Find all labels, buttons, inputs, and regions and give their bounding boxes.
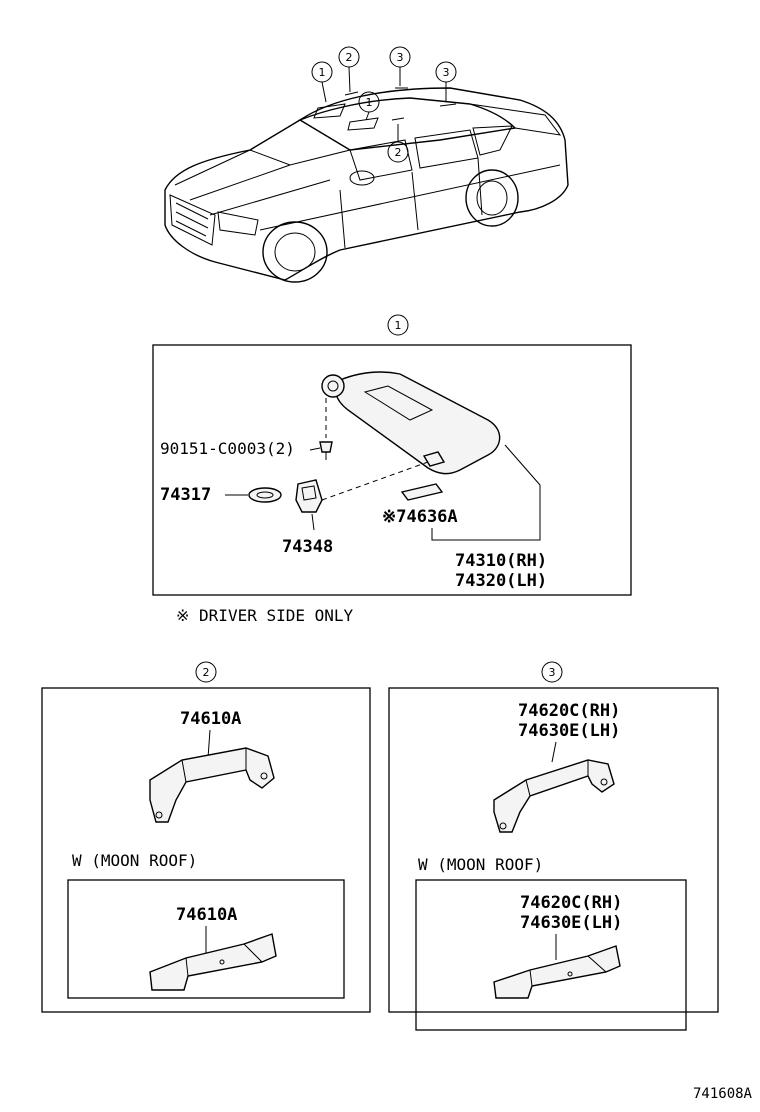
svg-text:3: 3 xyxy=(397,51,404,64)
section-callout-1: 1 xyxy=(387,314,409,336)
label-visor-rh: 74310(RH) xyxy=(455,551,547,571)
svg-text:1: 1 xyxy=(319,66,326,79)
label-grip-lh: 74630E(LH) xyxy=(518,721,620,741)
car-callout-1a: 1 xyxy=(311,61,333,103)
label-mirror-cover: ※74636A xyxy=(382,507,458,527)
footnote-driver-side: ※ DRIVER SIDE ONLY xyxy=(176,606,354,625)
label-moon-roof-3: W (MOON ROOF) xyxy=(418,855,543,874)
label-holder: 74348 xyxy=(282,537,333,557)
svg-text:2: 2 xyxy=(346,51,353,64)
label-moon-roof-grip-rh: 74620C(RH) xyxy=(520,893,622,913)
svg-text:2: 2 xyxy=(203,666,210,679)
label-screw: 90151-C0003(2) xyxy=(160,439,295,458)
car-callout-2a: 2 xyxy=(338,46,360,93)
label-visor-lh: 74320(LH) xyxy=(455,571,547,591)
car-callout-3a: 3 xyxy=(389,46,411,86)
label-clip: 74317 xyxy=(160,485,211,505)
svg-text:2: 2 xyxy=(395,146,402,159)
label-grip-rh: 74620C(RH) xyxy=(518,701,620,721)
car-callout-1b: 1 xyxy=(358,91,380,121)
assist-grip-illustration-2 xyxy=(149,729,275,823)
moon-roof-grip-illustration-2 xyxy=(149,926,277,991)
svg-text:1: 1 xyxy=(366,96,373,109)
assist-grip-illustration-3 xyxy=(493,741,615,833)
moon-roof-grip-illustration-3 xyxy=(493,934,621,999)
car-callout-2b: 2 xyxy=(387,124,409,163)
moon-roof-subpanel-2 xyxy=(67,879,345,999)
car-illustration xyxy=(164,87,569,283)
section-callout-3: 3 xyxy=(541,661,563,683)
label-moon-roof-grip-lh: 74630E(LH) xyxy=(520,913,622,933)
grip-panel-2 xyxy=(41,687,371,1013)
grip-panel-3 xyxy=(388,687,719,1013)
svg-text:1: 1 xyxy=(395,319,402,332)
label-moon-roof-2: W (MOON ROOF) xyxy=(72,851,197,870)
sun-visor-illustration xyxy=(225,371,541,541)
figure-id: 741608A xyxy=(693,1086,753,1102)
svg-text:3: 3 xyxy=(443,66,450,79)
car-callout-3b: 3 xyxy=(435,61,457,102)
moon-roof-subpanel-3 xyxy=(415,879,687,1031)
label-moon-roof-grip-2: 74610A xyxy=(176,905,237,925)
sun-visor-panel xyxy=(152,344,632,596)
section-callout-2: 2 xyxy=(195,661,217,683)
label-grip-74610a: 74610A xyxy=(180,709,241,729)
svg-text:3: 3 xyxy=(549,666,556,679)
